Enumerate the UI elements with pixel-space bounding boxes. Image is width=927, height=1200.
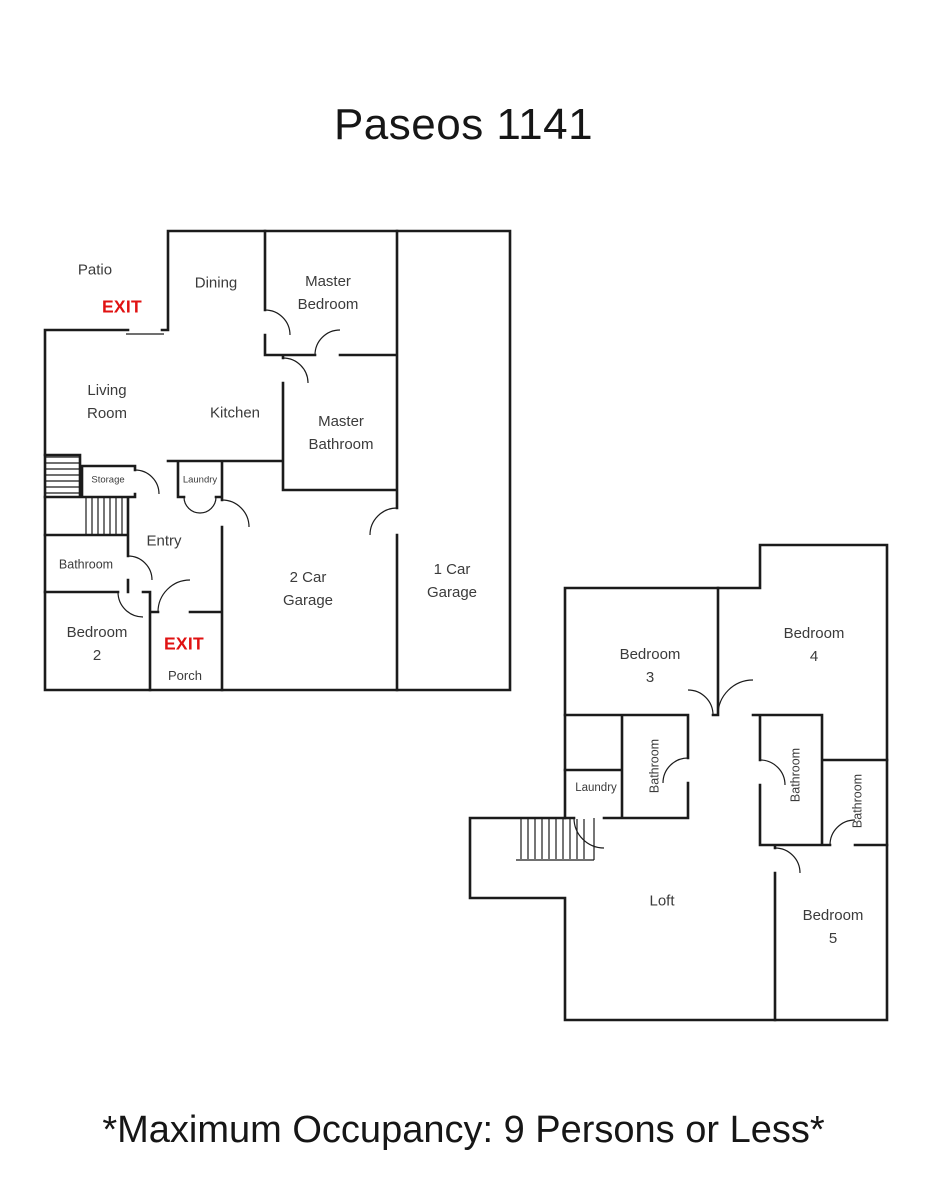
- room-label-laundry-2: Laundry: [575, 782, 617, 795]
- floor1-outer-walls: [43, 229, 512, 692]
- floor2-interior-walls: [563, 586, 889, 1022]
- room-label-bedroom-3: Bedroom 3: [619, 645, 681, 686]
- room-label-porch: Porch: [168, 667, 202, 683]
- floor2-stairs: [516, 818, 595, 861]
- room-label-master-bedroom: Master Bedroom: [297, 272, 359, 313]
- room-label-loft: Loft: [649, 892, 675, 910]
- first-floor-walls: [43, 229, 512, 692]
- second-floor-walls: [468, 543, 889, 1022]
- room-label-bedroom-4: Bedroom 4: [783, 624, 845, 665]
- room-label-bathroom-1f: Bathroom: [58, 557, 114, 572]
- floor1-interior-walls: [43, 229, 399, 692]
- floor2-door-arcs: [573, 679, 856, 874]
- floor2-outer-walls: [468, 543, 889, 1022]
- exit-label-porch: EXIT: [163, 633, 205, 654]
- room-label-bathroom-right: Bathroom: [850, 773, 865, 829]
- room-label-living-room: Living Room: [86, 381, 128, 422]
- room-label-master-bathroom: Master Bathroom: [308, 412, 374, 453]
- room-label-bedroom-5: Bedroom 5: [802, 906, 864, 947]
- room-label-kitchen: Kitchen: [209, 404, 261, 422]
- room-label-entry: Entry: [146, 532, 182, 550]
- exit-label-patio: EXIT: [101, 296, 143, 317]
- room-label-laundry-1: Laundry: [182, 474, 218, 486]
- page-title: Paseos 1141: [333, 100, 594, 149]
- room-label-bedroom-2: Bedroom 2: [66, 623, 128, 664]
- second-floor-details: [516, 679, 856, 874]
- room-label-bathroom-hall: Bathroom: [647, 738, 662, 794]
- max-occupancy-note: *Maximum Occupancy: 9 Persons or Less*: [102, 1109, 825, 1151]
- room-label-bathroom-middle: Bathroom: [788, 747, 803, 803]
- room-label-2-car-garage: 2 Car Garage: [282, 568, 334, 609]
- first-floor-details: [46, 309, 398, 618]
- floor1-door-arcs: [117, 309, 398, 618]
- room-label-dining: Dining: [194, 274, 238, 292]
- room-label-storage: Storage: [91, 474, 125, 486]
- room-label-patio: Patio: [77, 261, 113, 279]
- floor1-stairs: [46, 456, 123, 534]
- room-label-1-car-garage: 1 Car Garage: [426, 560, 478, 601]
